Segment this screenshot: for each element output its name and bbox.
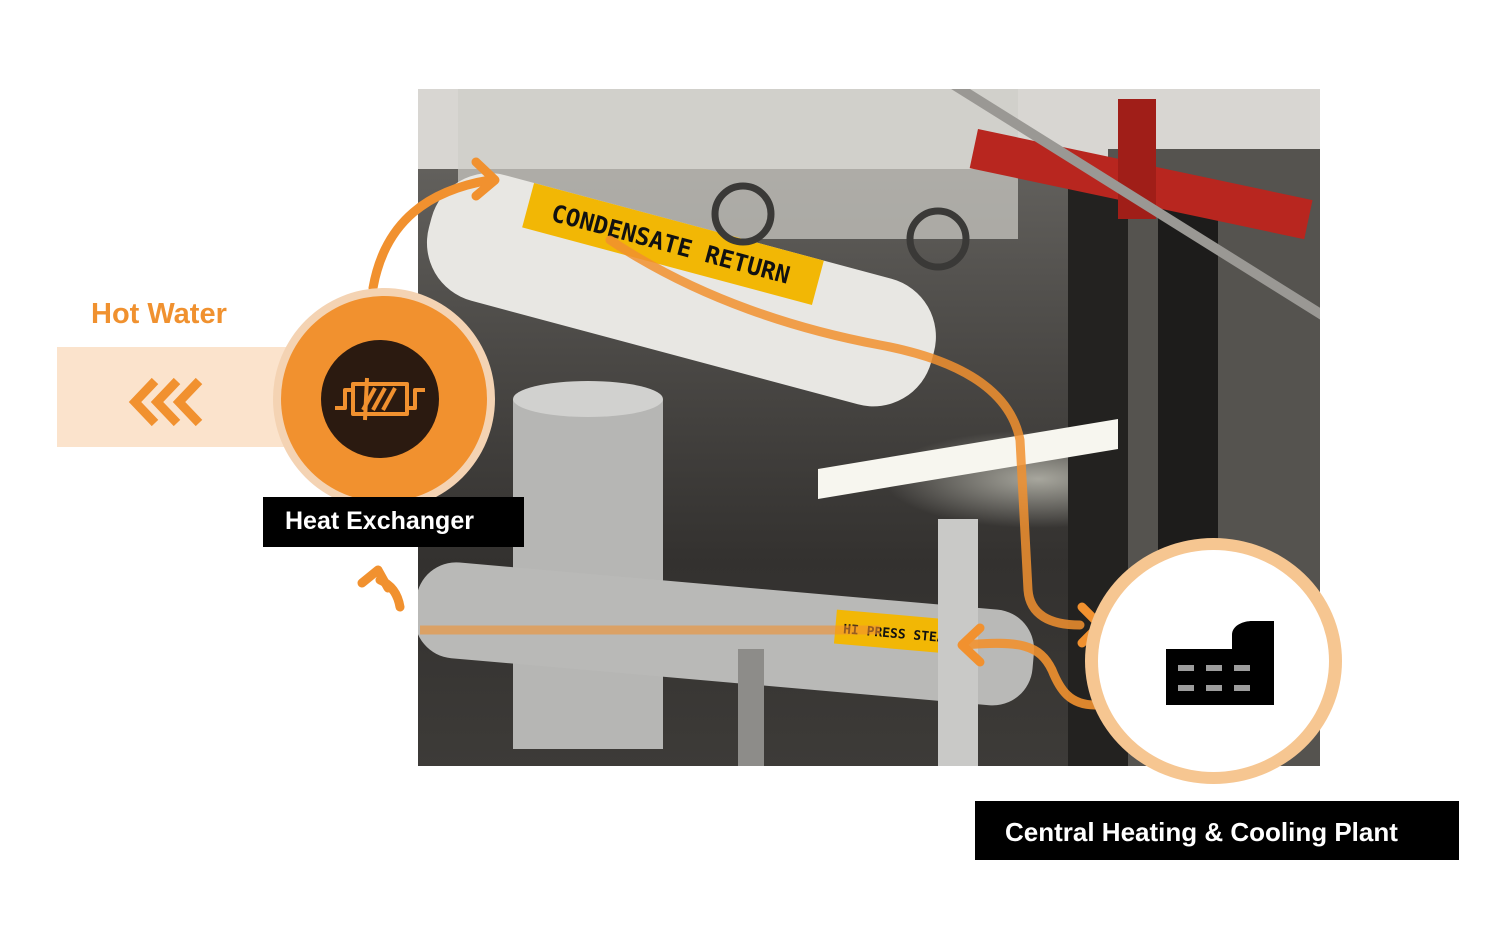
heat-exchanger-label: Heat Exchanger bbox=[263, 497, 524, 547]
triple-chevron-left-icon bbox=[128, 377, 203, 427]
heat-exchanger-icon bbox=[335, 377, 425, 421]
factory-icon bbox=[1166, 621, 1274, 705]
heat-exchanger-icon-bg bbox=[321, 340, 439, 458]
plant-label: Central Heating & Cooling Plant bbox=[975, 801, 1459, 860]
hot-water-label: Hot Water bbox=[91, 298, 227, 330]
